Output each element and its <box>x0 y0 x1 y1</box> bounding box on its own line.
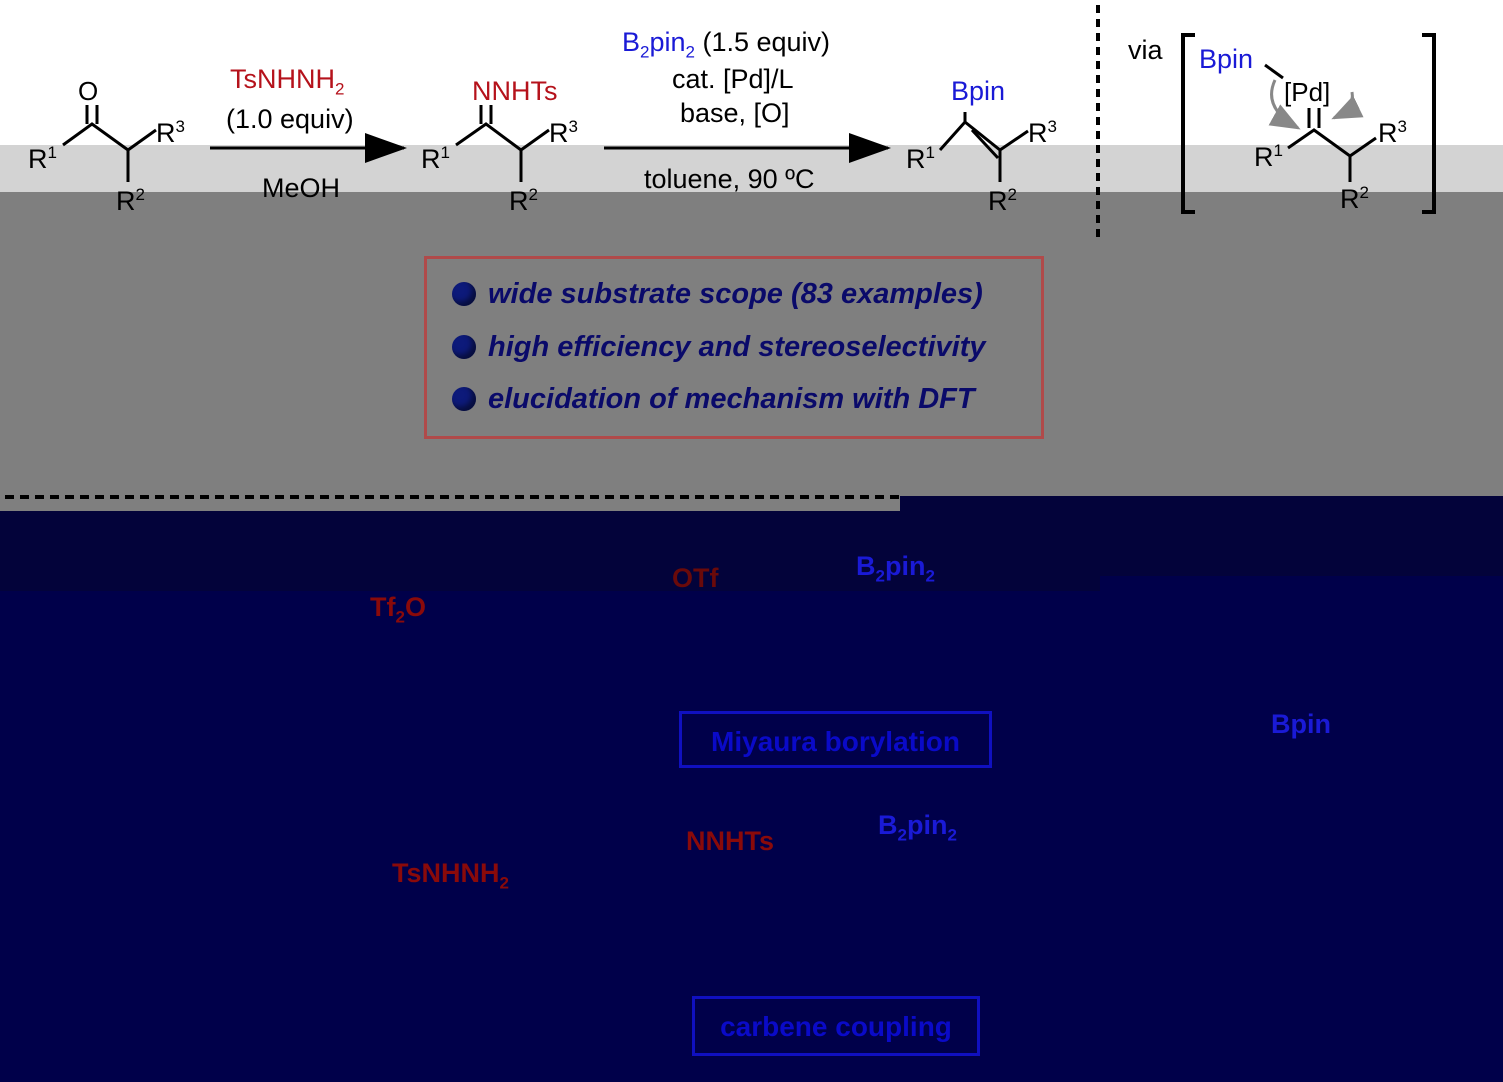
intermediate-r3: R3 <box>1378 117 1407 148</box>
ketone-r2: R2 <box>116 185 145 216</box>
lower-tsnhnh2: TsNHNH2 <box>392 858 509 893</box>
navy-panel-right <box>1100 576 1503 591</box>
miyaura-label: Miyaura borylation <box>711 726 960 757</box>
hydrazone-group: NNHTs <box>472 76 558 106</box>
carbene-label: carbene coupling <box>720 1011 952 1042</box>
navy-notch <box>900 496 1503 511</box>
right-bracket <box>1422 33 1436 214</box>
feature-item: wide substrate scope (83 examples) <box>452 280 983 309</box>
intermediate-via: via <box>1128 35 1163 65</box>
step1-reagent: TsNHNH2 <box>230 64 345 99</box>
intermediate-r1: R1 <box>1254 141 1283 172</box>
lower-nnhts: NNHTs <box>686 826 775 856</box>
curved-arrow-right <box>1331 91 1364 120</box>
left-bracket <box>1181 33 1195 214</box>
intermediate-pd: [Pd] <box>1284 77 1331 107</box>
light-gray-band <box>0 145 1503 192</box>
step1-solvent: MeOH <box>262 173 341 203</box>
ketone-r1: R1 <box>28 143 57 174</box>
product-bonds <box>938 112 1029 182</box>
product-bpin: Bpin <box>951 76 1006 106</box>
feature-item: elucidation of mechanism with DFT <box>452 385 975 414</box>
bullet-icon <box>452 387 476 411</box>
intermediate-bpin: Bpin <box>1199 44 1254 74</box>
lower-b2pin2-top: B2pin2 <box>856 551 935 586</box>
hydrazone-r3: R3 <box>549 117 578 148</box>
feature-item: high efficiency and stereoselectivity <box>452 333 986 362</box>
bullet-icon <box>452 282 476 306</box>
lower-otf: OTf <box>672 563 719 593</box>
features-box <box>424 256 1044 439</box>
lower-bpin: Bpin <box>1271 709 1331 739</box>
product-r2: R2 <box>988 185 1017 216</box>
product-r1: R1 <box>906 143 935 174</box>
hydrazone-bonds <box>455 105 550 182</box>
top-band <box>0 0 1503 145</box>
intermediate-r2: R2 <box>1340 183 1369 214</box>
navy-panel <box>0 591 1503 1082</box>
ketone-r3: R3 <box>156 117 185 148</box>
lower-b2pin2-bottom: B2pin2 <box>878 810 957 845</box>
miyaura-box: Miyaura borylation <box>679 711 992 768</box>
hydrazone-r1: R1 <box>421 143 450 174</box>
lower-tf2o: Tf2O <box>370 592 426 627</box>
bullet-icon <box>452 335 476 359</box>
gray-panel <box>0 192 1503 496</box>
hydrazone-r2: R2 <box>509 185 538 216</box>
gray-strip <box>0 496 900 511</box>
step1-equiv: (1.0 equiv) <box>226 104 354 134</box>
curved-arrow-left <box>1268 79 1301 130</box>
ketone-oxygen: O <box>78 76 99 106</box>
step2-reagent: B2pin2 (1.5 equiv) <box>622 27 831 62</box>
step2-catalyst: cat. [Pd]/L <box>672 64 794 94</box>
ketone-bonds <box>62 105 157 182</box>
step2-base: base, [O] <box>680 98 790 128</box>
step2-conditions: toluene, 90 ºC <box>644 164 815 194</box>
product-r3: R3 <box>1028 117 1057 148</box>
intermediate-bonds <box>1264 63 1377 182</box>
carbene-box: carbene coupling <box>692 996 980 1056</box>
